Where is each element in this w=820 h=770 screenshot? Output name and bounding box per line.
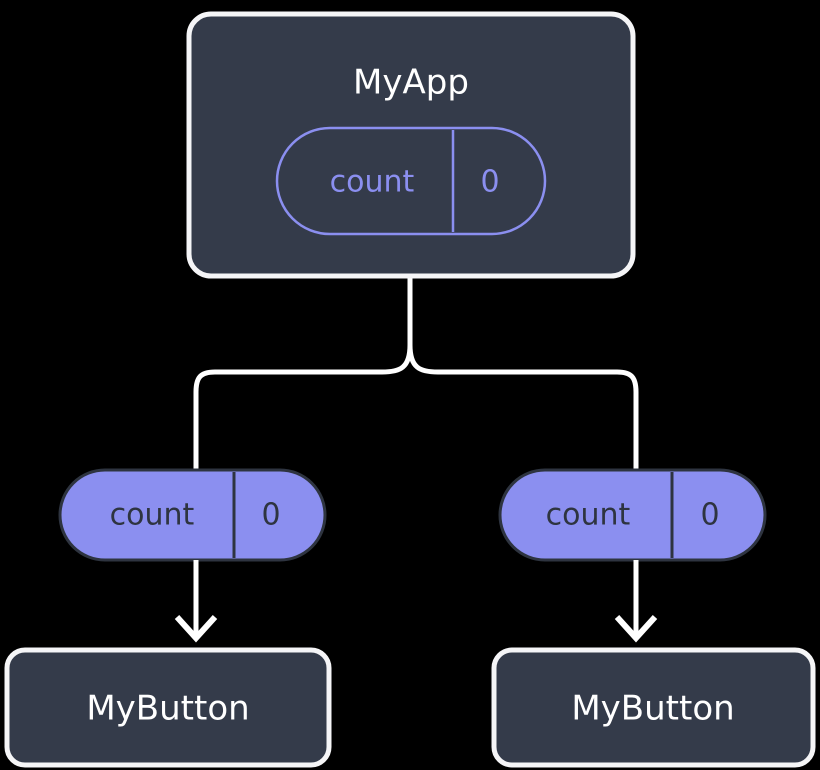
down-arrow-right-head <box>614 614 658 643</box>
branch-left: count 0 MyButton <box>4 468 332 768</box>
node-myapp-box[interactable] <box>186 11 636 279</box>
state-pill-myapp-value: 0 <box>480 165 499 200</box>
edge-group <box>193 276 639 480</box>
branch-right: count 0 MyButton <box>491 468 816 768</box>
node-mybutton-right-box[interactable] <box>491 647 816 768</box>
node-mybutton-left[interactable]: MyButton <box>4 647 332 768</box>
node-mybutton-right[interactable]: MyButton <box>491 647 816 768</box>
state-pill-myapp[interactable]: count 0 <box>275 126 547 236</box>
prop-pill-right-shape[interactable] <box>498 468 767 562</box>
state-pill-myapp-shape[interactable] <box>275 126 547 236</box>
node-mybutton-right-label: MyButton <box>571 689 734 729</box>
prop-pill-right[interactable]: count 0 <box>498 468 767 562</box>
prop-pill-left[interactable]: count 0 <box>58 468 327 562</box>
node-mybutton-left-label: MyButton <box>86 689 249 729</box>
prop-pill-right-value: 0 <box>700 498 719 533</box>
node-myapp[interactable]: MyApp count 0 <box>186 11 636 279</box>
down-arrow-left-head <box>174 614 218 643</box>
prop-pill-left-key: count <box>110 498 195 533</box>
down-arrow-icon-left <box>174 560 218 643</box>
prop-pill-left-shape[interactable] <box>58 468 327 562</box>
node-mybutton-left-box[interactable] <box>4 647 332 768</box>
edge-fork-left <box>193 344 413 480</box>
node-myapp-label: MyApp <box>353 63 469 103</box>
down-arrow-icon-right <box>614 560 658 643</box>
edge-fork-right <box>407 344 639 480</box>
prop-pill-left-value: 0 <box>261 498 280 533</box>
state-pill-myapp-key: count <box>330 165 415 200</box>
prop-pill-right-key: count <box>546 498 631 533</box>
